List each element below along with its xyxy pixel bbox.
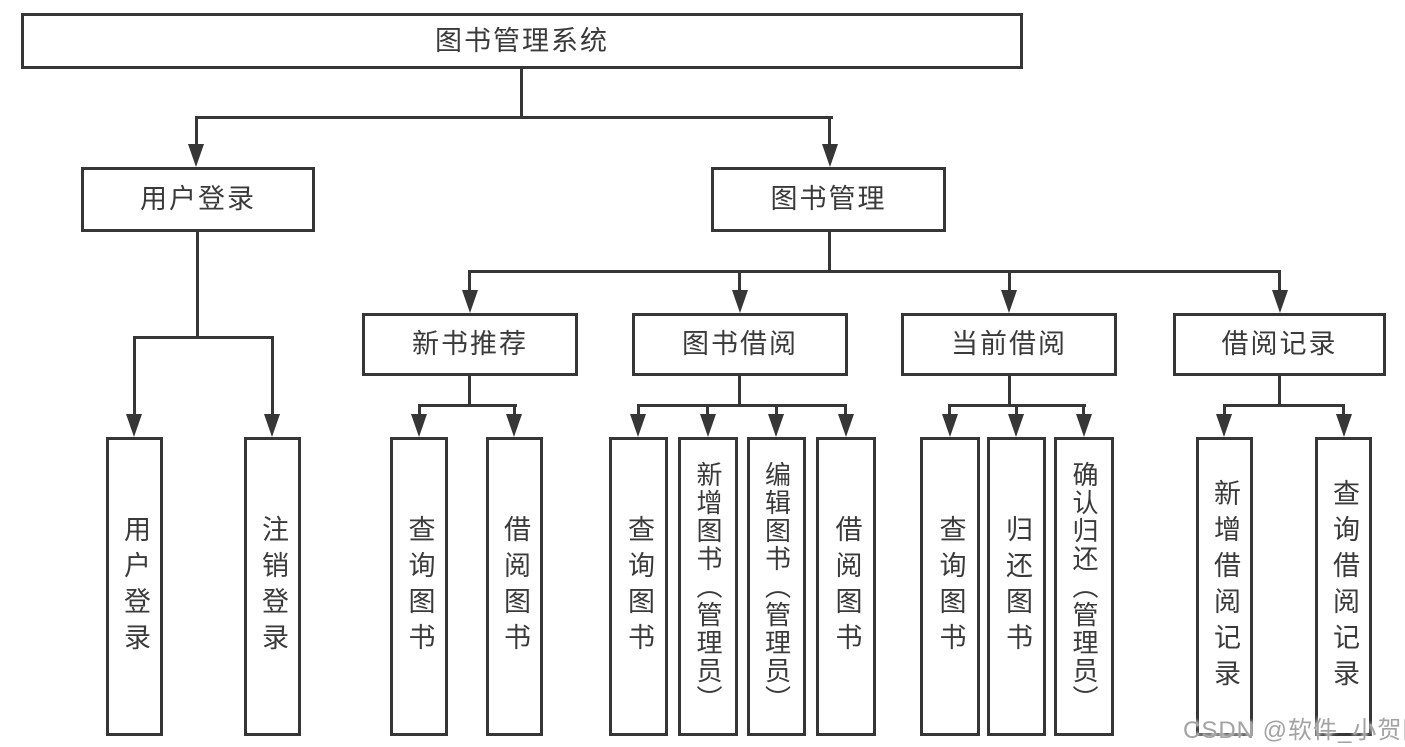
connector-line [520,69,523,119]
connector-line [1223,404,1345,407]
connector-line [1082,404,1085,418]
connector-line [513,404,516,418]
connector-line [637,404,640,418]
leaf-borrow-query-book: 查询图书 [609,437,668,736]
connector-line [468,270,1281,273]
connector-line [1278,270,1281,294]
connector-line [418,404,421,418]
arrowhead-down-icon [1216,414,1232,437]
arrowhead-down-icon [188,144,204,167]
node-user-login: 用户登录 [81,167,315,232]
leaf-recommend-borrow-book: 借阅图书 [486,437,543,736]
connector-line [195,116,833,119]
arrowhead-down-icon [264,414,280,437]
arrowhead-down-icon [462,290,478,313]
arrowhead-down-icon [1336,414,1352,437]
leaf-recommend-query-book: 查询图书 [390,437,448,736]
connector-line [1015,404,1018,418]
arrowhead-down-icon [1076,414,1092,437]
connector-line [468,270,471,294]
arrowhead-down-icon [942,414,958,437]
arrowhead-down-icon [1272,290,1288,313]
connector-line [844,404,847,418]
connector-line [1008,270,1011,294]
arrowhead-down-icon [822,144,838,167]
connector-line [706,404,709,418]
arrowhead-down-icon [700,414,716,437]
connector-line [1278,376,1281,407]
arrowhead-down-icon [1001,290,1017,313]
arrowhead-down-icon [838,414,854,437]
arrowhead-down-icon [126,414,142,437]
connector-line [738,376,741,407]
leaf-current-confirm-return-admin: 确认归还（管理员） [1054,437,1114,736]
connector-line [418,404,517,407]
leaf-borrow-borrow-book: 借阅图书 [816,437,876,736]
connector-line [738,270,741,294]
connector-line [133,336,136,417]
leaf-record-add: 新增借阅记录 [1196,437,1253,736]
connector-line [195,116,198,148]
connector-line [1342,404,1345,418]
arrowhead-down-icon [732,290,748,313]
arrowhead-down-icon [630,414,646,437]
connector-line [196,232,199,338]
connector-line [468,376,471,407]
leaf-record-query: 查询借阅记录 [1315,437,1372,736]
connector-line [828,232,831,272]
node-book-management: 图书管理 [711,167,946,232]
node-book-borrow: 图书借阅 [632,313,848,376]
leaf-current-return-book: 归还图书 [987,437,1046,736]
node-root-title: 图书管理系统 [21,13,1023,69]
leaf-user-login: 用户登录 [106,437,163,736]
node-current-borrow: 当前借阅 [901,313,1117,376]
connector-line [133,336,274,339]
connector-line [637,404,847,407]
connector-line [1223,404,1226,418]
leaf-borrow-add-book-admin: 新增图书（管理员） [678,437,738,736]
connector-line [775,404,778,418]
watermark: CSDN @软件_小贺同学 [1183,717,1405,744]
node-borrow-record: 借阅记录 [1173,313,1386,376]
connector-line [948,404,951,418]
leaf-borrow-edit-book-admin: 编辑图书（管理员） [747,437,806,736]
connector-line [828,116,831,148]
arrowhead-down-icon [1008,414,1024,437]
node-new-book-recommend: 新书推荐 [362,313,578,376]
leaf-logout: 注销登录 [244,437,301,736]
connector-line [271,336,274,417]
arrowhead-down-icon [506,414,522,437]
arrowhead-down-icon [411,414,427,437]
connector-line [1008,376,1011,407]
leaf-current-query-book: 查询图书 [920,437,980,736]
arrowhead-down-icon [768,414,784,437]
